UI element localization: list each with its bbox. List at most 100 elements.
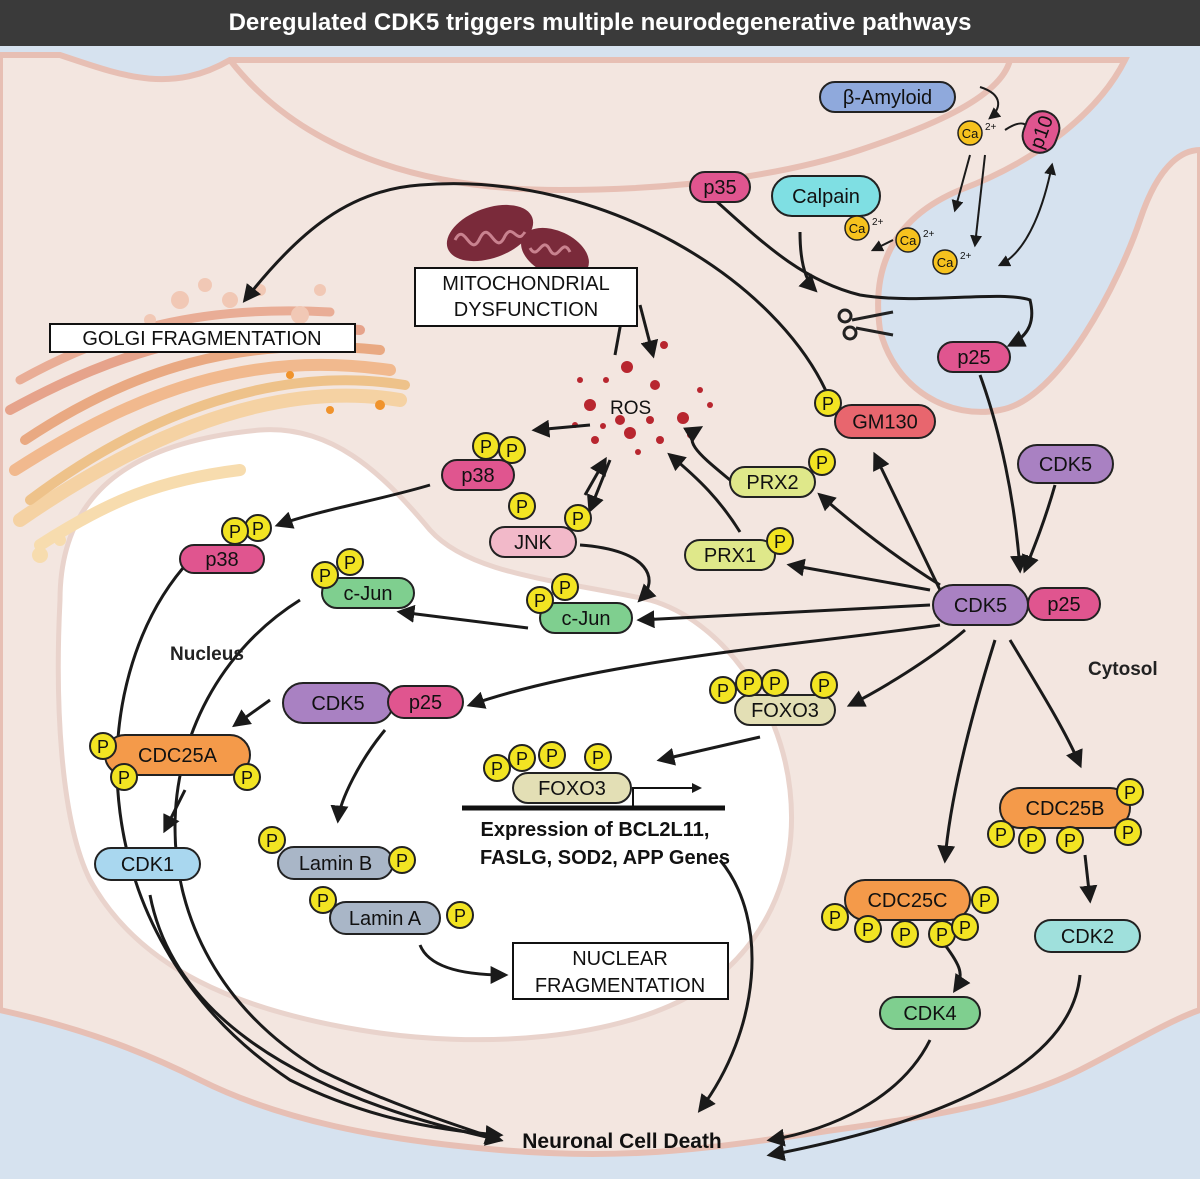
p38-nuc-pill: p38	[179, 544, 265, 574]
cjun-cyt-pill: c-Jun	[539, 602, 633, 634]
svg-text:P: P	[1122, 823, 1134, 843]
prx1-pill-shape	[684, 539, 776, 571]
mitochondrial-dysfunction-box: MITOCHONDRIAL DYSFUNCTION	[414, 267, 638, 327]
gm130-pill-label: GM130	[852, 412, 918, 434]
svg-text:P: P	[534, 591, 546, 611]
cdk5-nuc-pill: CDK5	[282, 682, 394, 724]
svg-text:P: P	[241, 768, 253, 788]
cdk4-pill-label: CDK4	[903, 1003, 956, 1025]
phosphate-badge: P	[526, 586, 554, 614]
title-bar: Deregulated CDK5 triggers multiple neuro…	[0, 0, 1200, 46]
p25-nuc-pill: p25	[387, 685, 464, 719]
nucleus-label: Nucleus	[170, 644, 244, 665]
svg-text:P: P	[1026, 831, 1038, 851]
svg-text:P: P	[899, 925, 911, 945]
phosphate-badge: P	[709, 676, 737, 704]
cdk5-pill: CDK5	[1017, 444, 1114, 484]
cdc25b-pill-label: CDC25B	[1026, 798, 1105, 820]
lamin-a-pill-label: Lamin A	[349, 908, 422, 930]
p35-pill-label: p35	[703, 177, 736, 199]
p25-pill-label: p25	[957, 347, 990, 369]
svg-text:P: P	[559, 578, 571, 598]
nucleus	[55, 427, 794, 1043]
phosphate-badge: P	[336, 548, 364, 576]
p10-pill-shape	[1021, 110, 1061, 154]
prx2-pill-label: PRX2	[746, 472, 798, 494]
cdk5-pill-shape	[1017, 444, 1114, 484]
p38-nuc-pill-label: p38	[205, 549, 238, 571]
lamin-b-pill-label: Lamin B	[299, 853, 372, 875]
phosphate-badge: P	[821, 903, 849, 931]
cdk5-pill-label: CDK5	[1039, 454, 1092, 476]
phosphate-badge: P	[564, 504, 592, 532]
mitochondria-icon	[446, 204, 589, 279]
phosphate-badge: P	[498, 436, 526, 464]
nuclear-fragmentation-box: NUCLEAR FRAGMENTATION	[512, 942, 729, 1000]
svg-text:P: P	[454, 906, 466, 926]
svg-text:P: P	[480, 437, 492, 457]
prx2-pill-shape	[729, 466, 816, 498]
p25-nuc-pill-label: p25	[409, 692, 442, 714]
cdc25c-pill: CDC25C	[844, 879, 971, 921]
cdk2-pill-label: CDK2	[1061, 926, 1114, 948]
cdc25a-pill-label: CDC25A	[138, 745, 218, 767]
phosphate-badge: P	[311, 561, 339, 589]
svg-text:P: P	[774, 532, 786, 552]
phosphate-badge: P	[472, 432, 500, 460]
svg-text:P: P	[319, 566, 331, 586]
phosphate-badge: P	[928, 920, 956, 948]
ros-label: ROS	[610, 398, 651, 419]
svg-text:P: P	[995, 825, 1007, 845]
phosphate-badge: P	[1056, 826, 1084, 854]
phosphate-badge: P	[551, 573, 579, 601]
phosphate-badge: P	[508, 744, 536, 772]
cjun-cyt-pill-label: c-Jun	[562, 608, 611, 630]
cdk5-nuc-pill-label: CDK5	[311, 693, 364, 715]
phosphate-badge: P	[735, 669, 763, 697]
p25-main-pill-label: p25	[1047, 594, 1080, 616]
svg-text:P: P	[592, 748, 604, 768]
cdk5-main-pill-label: CDK5	[954, 595, 1007, 617]
svg-text:P: P	[97, 737, 109, 757]
phosphate-badge: P	[951, 913, 979, 941]
cell-death-label: Neuronal Cell Death	[522, 1130, 722, 1153]
phosphate-badge: P	[891, 920, 919, 948]
svg-text:P: P	[1124, 783, 1136, 803]
jnk-pill-shape	[489, 526, 577, 558]
golgi-fragmentation-label: GOLGI FRAGMENTATION	[82, 328, 321, 350]
phosphate-badge: P	[971, 886, 999, 914]
calcium-ion: Ca 2+	[957, 120, 997, 146]
p25-nuc-pill-shape	[387, 685, 464, 719]
svg-text:2+: 2+	[985, 122, 997, 133]
svg-text:P: P	[118, 768, 130, 788]
phosphate-badge: P	[766, 527, 794, 555]
beta-amyloid-pill: β-Amyloid	[819, 81, 956, 113]
page-title: Deregulated CDK5 triggers multiple neuro…	[228, 9, 972, 36]
phosphate-badge: P	[89, 732, 117, 760]
phosphate-badge: P	[1114, 818, 1142, 846]
svg-text:P: P	[979, 891, 991, 911]
phosphate-badge: P	[508, 492, 536, 520]
cdc25b-pill: CDC25B	[999, 787, 1131, 829]
cdk1-pill: CDK1	[94, 847, 201, 881]
p38-cyt-pill-shape	[441, 459, 515, 491]
foxo3-nuc-pill-shape	[512, 772, 632, 804]
cjun-cyt-pill-shape	[539, 602, 633, 634]
p38-cyt-pill-label: p38	[461, 465, 494, 487]
lamin-b-pill: Lamin B	[277, 846, 394, 880]
svg-text:Ca: Ca	[962, 126, 979, 141]
phosphate-badge: P	[233, 763, 261, 791]
svg-text:P: P	[822, 394, 834, 414]
phosphate-badge: P	[221, 517, 249, 545]
cdk2-pill-shape	[1034, 919, 1141, 953]
cdk4-pill: CDK4	[879, 996, 981, 1030]
phosphate-badge: P	[814, 389, 842, 417]
svg-text:P: P	[959, 918, 971, 938]
ros-dots	[572, 341, 713, 455]
p35-pill: p35	[689, 171, 751, 203]
foxo3-cyt-pill-shape	[734, 694, 836, 726]
cdk2-pill: CDK2	[1034, 919, 1141, 953]
